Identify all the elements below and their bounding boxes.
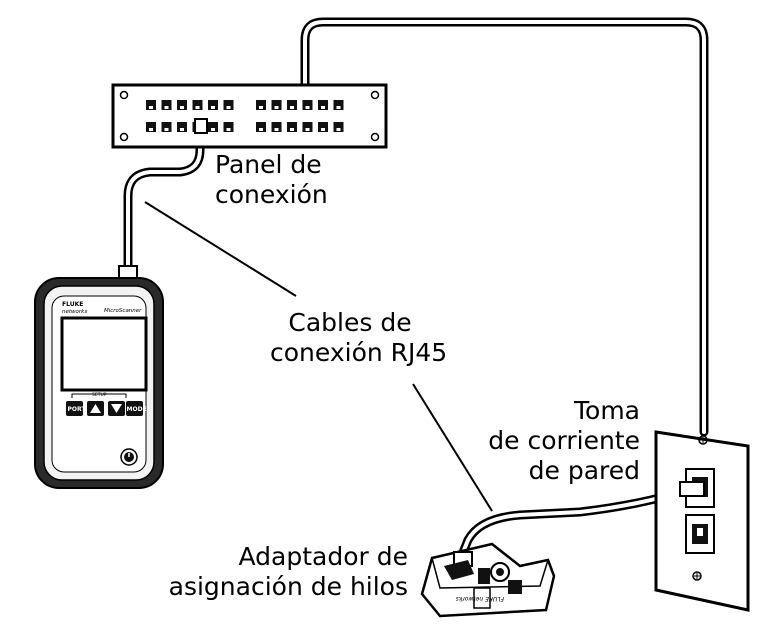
button-down[interactable] <box>108 401 125 416</box>
patch-port <box>287 100 297 110</box>
patch-port <box>223 100 234 110</box>
label-wall-jack: Toma de corriente de pared <box>480 396 640 486</box>
label-line: de pared <box>528 456 640 485</box>
screw-icon <box>119 90 129 100</box>
setup-label: SETUP <box>92 392 107 398</box>
patch-port <box>302 122 313 132</box>
patch-port <box>302 100 313 110</box>
patch-port <box>271 100 282 110</box>
patch-port <box>208 122 218 132</box>
button-port[interactable]: PORT <box>66 401 86 416</box>
wall-plate <box>654 430 750 612</box>
patch-port <box>177 100 187 110</box>
patch-port <box>161 100 172 110</box>
screw-icon <box>370 90 380 100</box>
patch-port <box>223 122 234 132</box>
screw-icon <box>698 435 708 445</box>
patch-port <box>318 100 328 110</box>
microscanner-tester: FLUKE networks MicroScanner SETUP PORT M… <box>34 265 164 489</box>
svg-text:PORT: PORT <box>68 406 87 413</box>
patch-port <box>271 122 282 132</box>
svg-text:MODE: MODE <box>127 406 147 413</box>
button-mode[interactable]: MODE <box>126 401 147 416</box>
leader-line-upper <box>144 201 297 297</box>
label-patch-cords: Cables de conexión RJ45 <box>270 308 448 368</box>
patch-port <box>177 122 187 132</box>
label-line: Toma <box>574 396 640 425</box>
patch-port <box>333 100 344 110</box>
arrow-down-icon <box>111 404 122 413</box>
patch-panel-ports <box>146 100 344 134</box>
label-line: de corriente <box>488 426 640 455</box>
tester-brand: FLUKE <box>62 301 83 308</box>
patch-port <box>256 100 266 110</box>
tester-brand-sub: networks <box>62 309 87 315</box>
power-button[interactable] <box>120 448 138 466</box>
label-line: Adaptador de <box>238 542 408 571</box>
screw-icon <box>119 132 129 142</box>
cable-panel-to-tester <box>123 125 205 275</box>
patch-port <box>208 100 218 110</box>
label-line: conexión RJ45 <box>270 338 448 367</box>
patch-port <box>146 122 156 132</box>
label-wiremap-adapter: Adaptador de asignación de hilos <box>160 542 408 602</box>
arrow-up-icon <box>90 404 101 413</box>
label-line: asignación de hilos <box>168 572 408 601</box>
label-line: Panel de <box>215 150 322 179</box>
label-patch-panel: Panel de conexión <box>215 150 328 210</box>
patch-port <box>318 122 328 132</box>
adapter-brand: FLUKE networks <box>456 595 504 602</box>
leader-line-lower <box>412 383 493 512</box>
label-line: Cables de <box>288 308 412 337</box>
screw-icon <box>370 132 380 142</box>
tester-model: MicroScanner <box>104 308 142 314</box>
patch-port <box>333 122 344 132</box>
rj45-plug <box>679 481 705 497</box>
patch-port <box>146 100 156 110</box>
patch-port <box>256 122 266 132</box>
wall-jack-bottom <box>685 514 715 554</box>
patch-port <box>192 100 203 110</box>
occupied-port <box>194 118 208 134</box>
patch-port <box>161 122 172 132</box>
button-up[interactable] <box>87 401 104 416</box>
screw-icon <box>692 571 702 581</box>
patch-panel <box>111 83 388 149</box>
tester-screen <box>60 316 148 392</box>
patch-port <box>287 122 297 132</box>
wiremap-adapter: FLUKE networks <box>420 542 556 618</box>
label-line: conexión <box>215 180 328 209</box>
